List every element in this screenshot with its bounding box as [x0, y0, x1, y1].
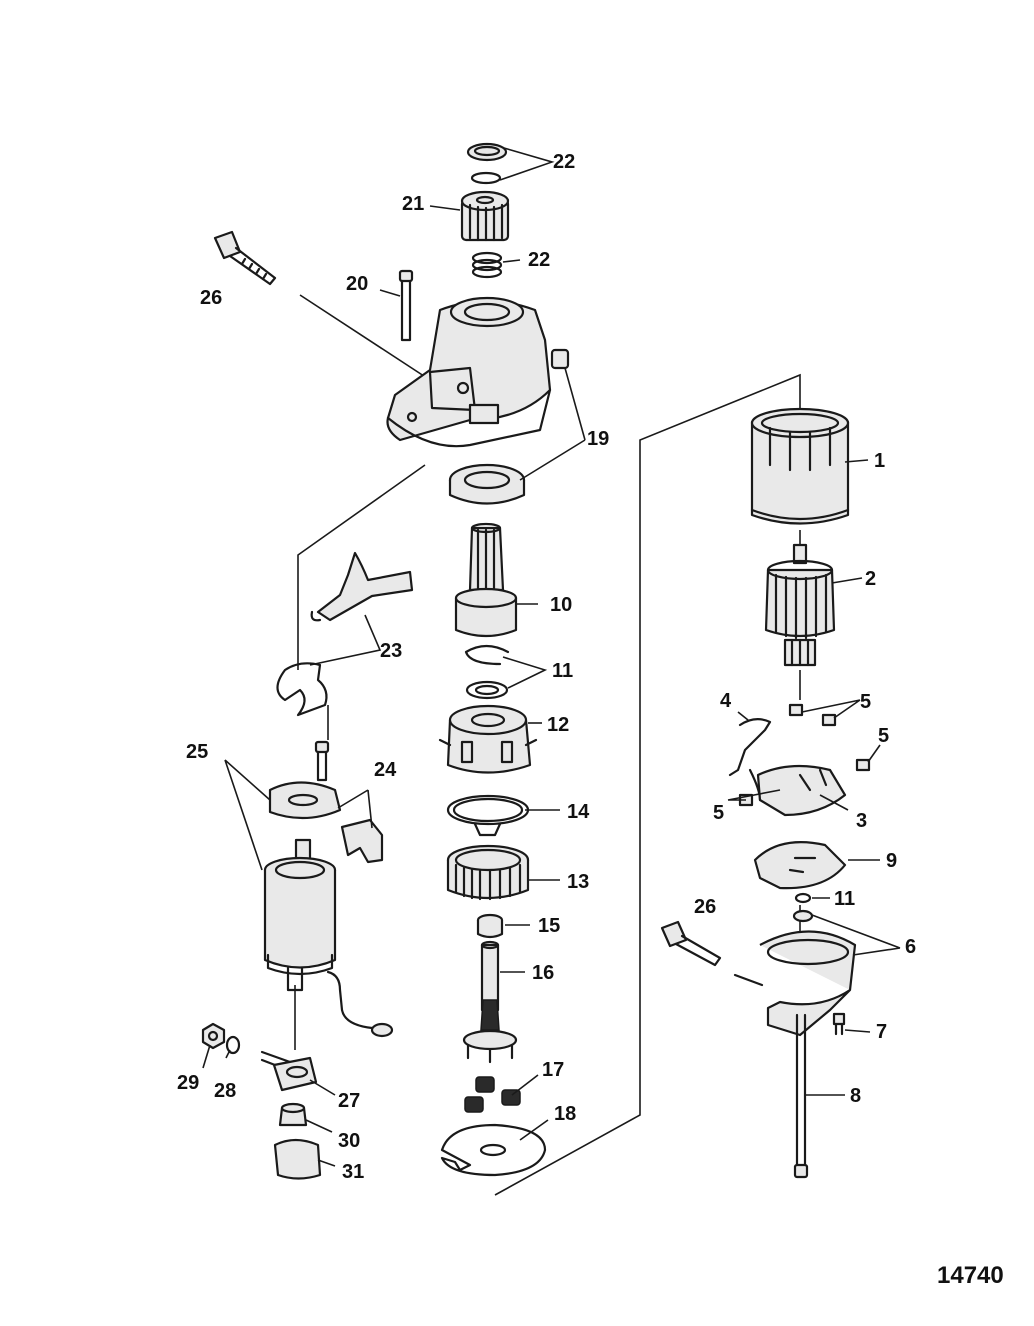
callout-21: 21 — [402, 193, 424, 215]
part-21-pinion-gear — [460, 190, 510, 242]
part-16-shaft-assembly — [462, 940, 518, 1064]
assembly-lines — [294, 294, 801, 1196]
part-19-bushing-and-bearing — [448, 348, 570, 505]
part-15-bushing — [476, 913, 504, 939]
callout-22-spring: 22 — [528, 249, 550, 271]
part-23-lever-and-spring — [276, 551, 414, 717]
callout-25: 25 — [186, 741, 208, 763]
callout-5-top: 5 — [860, 691, 871, 713]
callout-10: 10 — [550, 594, 572, 616]
part-7-screw — [832, 1012, 846, 1036]
callout-17: 17 — [542, 1059, 564, 1081]
callout-12: 12 — [547, 714, 569, 736]
callout-24: 24 — [374, 759, 397, 781]
callout-26-upper: 26 — [200, 287, 222, 309]
callout-8: 8 — [850, 1085, 861, 1107]
callout-2: 2 — [865, 568, 876, 590]
callout-28: 28 — [214, 1080, 236, 1102]
callout-11-right: 11 — [834, 888, 855, 910]
part-2-armature — [764, 543, 836, 667]
callout-4: 4 — [720, 690, 732, 712]
callout-22-top: 22 — [553, 151, 575, 173]
part-22-spring — [471, 251, 503, 279]
part-25-screw-and-plate — [268, 740, 342, 820]
callout-19: 19 — [587, 428, 609, 450]
part-13-internal-gear — [446, 844, 530, 901]
callout-3: 3 — [856, 810, 867, 832]
part-3-4-5-brush-holder — [728, 703, 871, 817]
callout-5-right: 5 — [878, 725, 889, 747]
drawing-number: 14740 — [937, 1262, 1004, 1289]
callout-20: 20 — [346, 273, 368, 295]
part-14-ring — [446, 794, 530, 837]
callout-6: 6 — [905, 936, 916, 958]
callout-27: 27 — [338, 1090, 360, 1112]
callout-numbers: 22 21 22 20 26 19 10 11 12 14 13 15 16 1… — [177, 151, 916, 1183]
callout-7: 7 — [876, 1021, 887, 1043]
part-18-plate — [440, 1123, 547, 1177]
part-1-yoke — [750, 407, 850, 525]
callout-18: 18 — [554, 1103, 576, 1125]
callout-31: 31 — [342, 1161, 364, 1183]
part-24-rubber-block — [340, 818, 384, 864]
callout-30: 30 — [338, 1130, 360, 1152]
callout-14: 14 — [567, 801, 590, 823]
callout-26-lower: 26 — [694, 896, 716, 918]
part-22-rings — [466, 142, 508, 185]
callout-1: 1 — [874, 450, 885, 472]
part-8-through-bolt — [793, 1013, 809, 1179]
callout-16: 16 — [532, 962, 554, 984]
part-20-long-screw — [398, 269, 414, 342]
part-10-drive-shaft — [454, 522, 518, 638]
part-9-plate — [753, 841, 847, 890]
part-11-washer-right — [794, 892, 812, 904]
callout-11-left: 11 — [552, 660, 573, 682]
part-26-bolt-lower — [660, 920, 722, 967]
part-6-end-frame — [733, 909, 857, 1037]
drive-end-housing — [386, 296, 552, 448]
callout-leaders — [202, 147, 901, 1167]
callout-13: 13 — [567, 871, 589, 893]
callout-15: 15 — [538, 915, 560, 937]
part-12-gear-carrier — [438, 704, 538, 774]
part-26-bolt-upper — [213, 230, 277, 286]
solenoid-body — [263, 838, 394, 1038]
part-17-planet-gears — [464, 1076, 521, 1113]
callout-29: 29 — [177, 1072, 199, 1094]
part-11-clip-and-washer — [464, 644, 510, 700]
callout-9: 9 — [886, 850, 897, 872]
callout-23: 23 — [380, 640, 402, 662]
callout-5-left: 5 — [713, 802, 724, 824]
terminal-hardware — [201, 1022, 322, 1180]
